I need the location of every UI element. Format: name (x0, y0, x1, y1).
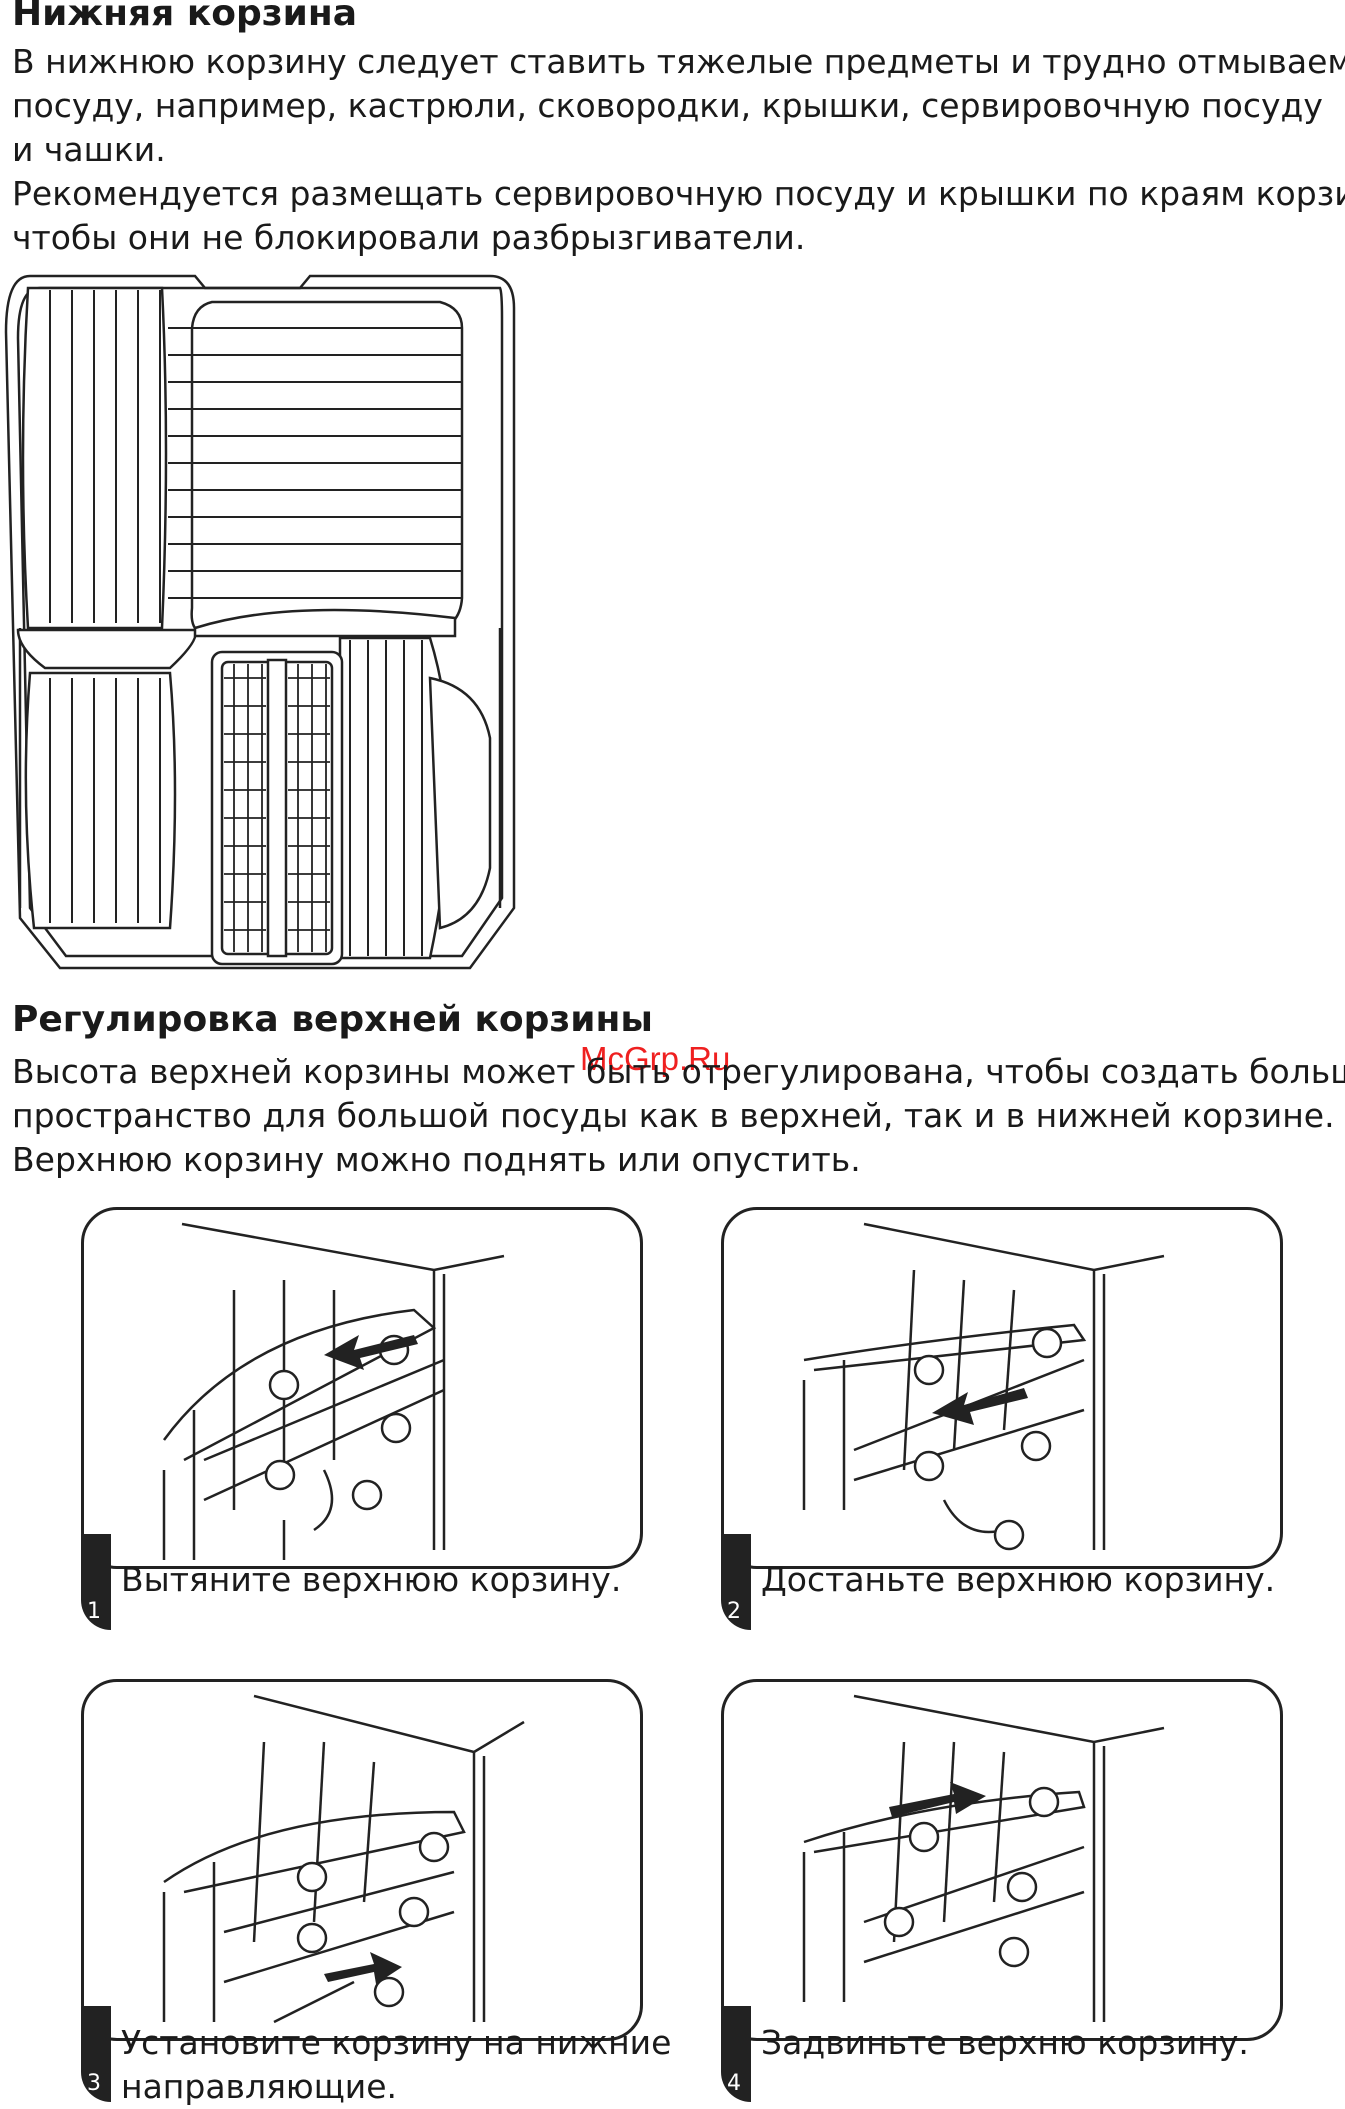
step-3-illustration (81, 1679, 643, 2041)
caption-line: Достаньте верхнюю корзину. (761, 1560, 1276, 1599)
text-line: В нижнюю корзину следует ставить тяжелые… (12, 42, 1345, 81)
step-number: 2 (727, 1599, 741, 1624)
caption-line: Установите корзину на нижние (121, 2023, 672, 2062)
step-1-illustration (81, 1207, 643, 1569)
step-number-tab: 4 (721, 2006, 751, 2102)
upper-basket-paragraph: Высота верхней корзины может быть отрегу… (12, 1050, 1345, 1182)
watermark: McGrp.Ru (580, 1040, 731, 1077)
caption-line: направляющие. (121, 2067, 398, 2106)
step-4-illustration (721, 1679, 1283, 2041)
lower-basket-paragraph-2: Рекомендуется размещать сервировочную по… (12, 172, 1345, 260)
step-1-caption: Вытяните верхнюю корзину. (121, 1558, 621, 1602)
caption-line: Вытяните верхнюю корзину. (121, 1560, 622, 1599)
step-2-caption: Достаньте верхнюю корзину. (761, 1558, 1275, 1602)
step-4-drawing (802, 1694, 1165, 2022)
lower-basket-paragraph-1: В нижнюю корзину следует ставить тяжелые… (12, 40, 1345, 172)
step-number-tab: 1 (81, 1534, 111, 1630)
text-line: Верхнюю корзину можно поднять или опусти… (12, 1140, 861, 1179)
step-2-drawing (802, 1222, 1165, 1551)
text-line: Рекомендуется размещать сервировочную по… (12, 174, 1345, 213)
text-line: и чашки. (12, 130, 166, 169)
step-3-caption: Установите корзину на нижние направляющи… (121, 2021, 671, 2109)
step-number: 1 (87, 1599, 101, 1624)
section-title-upper-basket: Регулировка верхней корзины (12, 999, 653, 1040)
step-4-caption: Задвиньте верхню корзину. (761, 2021, 1249, 2065)
text-line: чтобы они не блокировали разбрызгиватели… (12, 218, 806, 257)
text-line: пространство для большой посуды как в ве… (12, 1096, 1335, 1135)
step-number-tab: 3 (81, 2006, 111, 2102)
step-number-tab: 2 (721, 1534, 751, 1630)
text-line: посуду, например, кастрюли, сковородки, … (12, 86, 1323, 125)
text-line: Высота верхней корзины может быть отрегу… (12, 1052, 1345, 1091)
section-title-lower-basket: Нижняя корзина (12, 0, 358, 34)
lower-basket-illustration (4, 274, 516, 970)
caption-line: Задвиньте верхню корзину. (761, 2023, 1249, 2062)
step-2-illustration (721, 1207, 1283, 1569)
step-3-drawing (162, 1694, 525, 2024)
step-number: 4 (727, 2071, 741, 2096)
step-1-drawing (162, 1222, 505, 1560)
step-number: 3 (87, 2071, 101, 2096)
